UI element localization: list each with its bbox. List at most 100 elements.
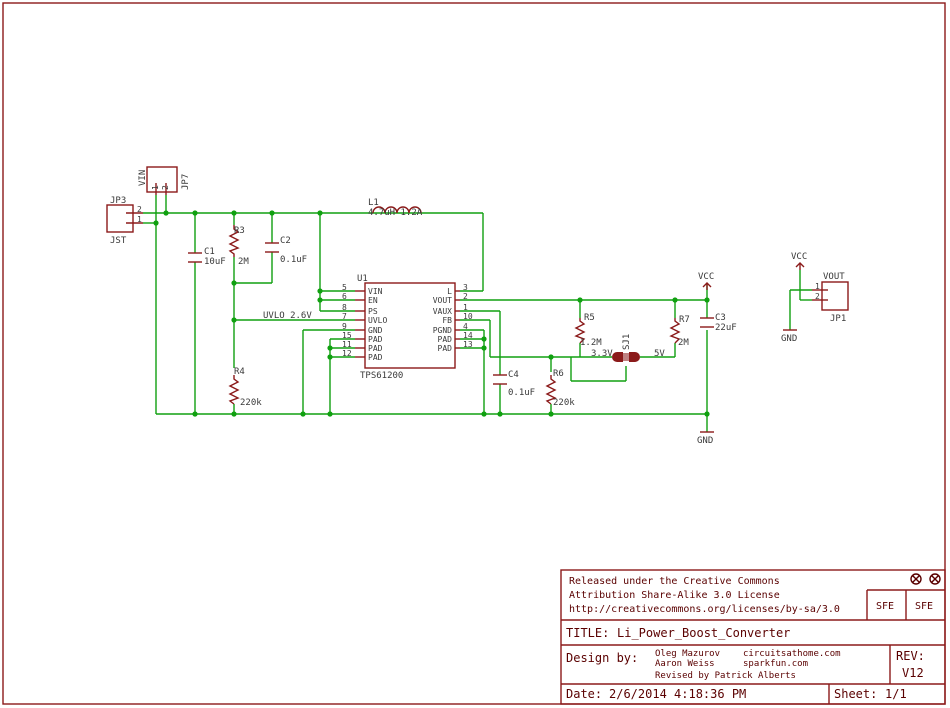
title-label: TITLE: xyxy=(566,626,609,640)
r4-value-label: 220k xyxy=(240,398,262,408)
junctions xyxy=(153,210,710,417)
sheet-value: 1/1 xyxy=(885,687,907,701)
u1-value-label: TPS61200 xyxy=(360,371,403,381)
sj1-right-label: 5V xyxy=(654,349,665,359)
jp1-pin1-label: 1 xyxy=(815,282,820,291)
jp7-pin2-label: 2 xyxy=(161,185,170,190)
sfe-logo-right: SFE xyxy=(915,601,933,612)
c1-capacitor: C1 10uF xyxy=(188,247,226,267)
gnd-main-label: GND xyxy=(697,436,713,446)
r7-resistor: R7 2M xyxy=(669,315,690,348)
u1-pin-number: 3 xyxy=(463,283,468,292)
gnd-jp1-symbol: GND xyxy=(781,329,797,344)
u1-pin-number: 13 xyxy=(463,340,473,349)
u1-pin-name: PAD xyxy=(368,335,383,344)
author-2: Aaron Weiss xyxy=(655,659,715,669)
u1-pin-name: L xyxy=(447,287,452,296)
date-value: 2/6/2014 4:18:36 PM xyxy=(609,687,746,701)
gnd-main-symbol: GND xyxy=(697,431,714,446)
sfe-logo-left: SFE xyxy=(876,601,894,612)
r4-resistor: R4 220k xyxy=(228,367,262,408)
jp3-value-label: JST xyxy=(110,236,127,246)
u1-pin-name: PAD xyxy=(438,344,453,353)
c4-name-label: C4 xyxy=(508,370,519,380)
u1-pin-name: EN xyxy=(368,296,378,305)
title-value: Li_Power_Boost_Converter xyxy=(617,626,790,640)
jp3-name-label: JP3 xyxy=(110,196,126,206)
c2-capacitor: C2 0.1uF xyxy=(265,236,307,265)
wires xyxy=(143,195,812,432)
r5-value-label: 1.2M xyxy=(580,338,602,348)
c1-name-label: C1 xyxy=(204,247,215,257)
design-by-label: Design by: xyxy=(566,651,638,665)
u1-pin-number: 2 xyxy=(463,292,468,301)
u1-pin-name: FB xyxy=(442,316,452,325)
r3-resistor: R3 2M xyxy=(228,225,249,267)
r5-resistor: R5 1.2M xyxy=(574,313,602,348)
title-block: Released under the Creative Commons Attr… xyxy=(560,569,946,705)
c3-name-label: C3 xyxy=(715,313,726,323)
c4-value-label: 0.1uF xyxy=(508,388,535,398)
jp1-pin2-label: 2 xyxy=(815,292,820,301)
jp7-net-label: VIN xyxy=(138,170,148,186)
u1-pin-number: 10 xyxy=(463,312,473,321)
jp7-pin1-label: 1 xyxy=(151,185,160,190)
r3-name-label: R3 xyxy=(234,226,245,236)
c3-capacitor: C3 22uF xyxy=(700,313,737,333)
sheet-label: Sheet: xyxy=(834,687,877,701)
u1-pin-name: PAD xyxy=(368,344,383,353)
r6-value-label: 220k xyxy=(553,398,575,408)
jp3-pin2-label: 2 xyxy=(137,205,142,214)
revised-by: Revised by Patrick Alberts xyxy=(655,671,796,681)
r7-value-label: 2M xyxy=(678,338,689,348)
sj1-left-label: 3.3V xyxy=(591,349,613,359)
l1-inductor: L1 4.7uH 1.2A xyxy=(368,198,423,218)
r4-name-label: R4 xyxy=(234,367,245,377)
jp1-name-label: JP1 xyxy=(830,314,846,324)
u1-pin-number: 8 xyxy=(342,303,347,312)
rev-value: V12 xyxy=(902,666,924,680)
u1-pin-name: VAUX xyxy=(433,307,452,316)
u1-pin-number: 14 xyxy=(463,331,473,340)
jp3-pin1-label: 1 xyxy=(137,215,142,224)
c3-value-label: 22uF xyxy=(715,323,737,333)
u1-pin-name: UVLO xyxy=(368,316,387,325)
r3-value-label: 2M xyxy=(238,257,249,267)
l1-value-label: 4.7uH 1.2A xyxy=(368,208,423,218)
vcc-jp1-symbol: VCC xyxy=(791,252,807,270)
c2-value-label: 0.1uF xyxy=(280,255,307,265)
u1-pin-name: GND xyxy=(368,326,383,335)
license-line-1: Released under the Creative Commons xyxy=(569,576,780,587)
rev-label: REV: xyxy=(896,649,925,663)
oshw-logo-icon xyxy=(910,573,941,585)
jp1-connector: 1 2 VOUT JP1 xyxy=(812,272,849,324)
u1-pin-number: 5 xyxy=(342,283,347,292)
jp3-connector: 2 1 JP3 JST xyxy=(106,196,143,246)
u1-pin-number: 7 xyxy=(342,312,347,321)
c2-name-label: C2 xyxy=(280,236,291,246)
vcc-main-label: VCC xyxy=(698,272,714,282)
u1-pin-name: VIN xyxy=(368,287,383,296)
u1-pin-number: 9 xyxy=(342,322,347,331)
jp1-net-label: VOUT xyxy=(823,272,845,282)
license-line-3: http://creativecommons.org/licenses/by-s… xyxy=(569,604,840,615)
r5-name-label: R5 xyxy=(584,313,595,323)
license-line-2: Attribution Share-Alike 3.0 License xyxy=(569,590,780,601)
u1-pin-number: 4 xyxy=(463,322,468,331)
sj1-solder-jumper: SJ1 3.3V 5V xyxy=(591,334,665,362)
c4-capacitor: C4 0.1uF xyxy=(493,370,535,398)
u1-pin-name: PAD xyxy=(438,335,453,344)
site-2: sparkfun.com xyxy=(743,659,808,669)
author-1: Oleg Mazurov xyxy=(655,649,720,659)
u1-pin-number: 6 xyxy=(342,292,347,301)
r6-name-label: R6 xyxy=(553,369,564,379)
r7-name-label: R7 xyxy=(679,315,690,325)
jp7-name-label: JP7 xyxy=(181,174,191,190)
u1-pin-number: 12 xyxy=(342,349,352,358)
uvlo-net-label: UVLO 2.6V xyxy=(263,311,312,321)
u1-name-label: U1 xyxy=(357,274,368,284)
c1-value-label: 10uF xyxy=(204,257,226,267)
